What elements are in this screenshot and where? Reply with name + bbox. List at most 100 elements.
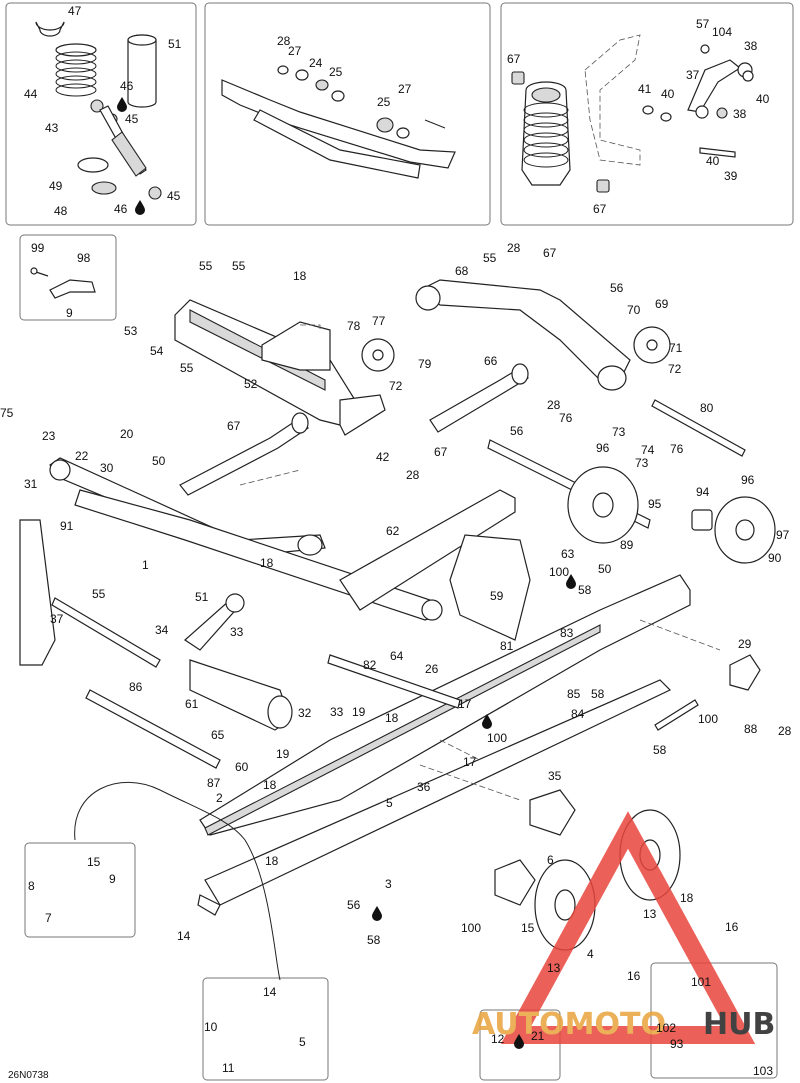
callout-96: 96 (596, 441, 610, 455)
callout-8: 8 (28, 879, 35, 893)
watermark-text-right: HUB (703, 1007, 775, 1042)
callout-10: 10 (204, 1020, 218, 1034)
detail-box-wheel-cap (650, 962, 778, 1079)
detail-box-rear-shock (500, 2, 794, 226)
callout-55: 55 (199, 259, 213, 273)
callout-44: 44 (24, 87, 38, 101)
callout-102: 102 (656, 1021, 676, 1035)
callout-34: 34 (155, 623, 169, 637)
callout-103: 103 (753, 1064, 773, 1078)
callout-64: 64 (390, 649, 404, 663)
callout-21: 21 (531, 1029, 545, 1043)
callout-28: 28 (277, 34, 291, 48)
callout-89: 89 (620, 538, 634, 552)
callout-9: 9 (109, 872, 116, 886)
oil-drop-icon (372, 906, 382, 921)
callout-32: 32 (298, 706, 312, 720)
callout-100: 100 (461, 921, 481, 935)
callout-28: 28 (406, 468, 420, 482)
oil-drop-icon (117, 97, 127, 112)
callout-46: 46 (114, 202, 128, 216)
callout-72: 72 (668, 362, 682, 376)
callout-14: 14 (263, 985, 277, 999)
callout-16: 16 (627, 969, 641, 983)
callout-40: 40 (706, 154, 720, 168)
callout-4: 4 (587, 947, 594, 961)
callout-18: 18 (680, 891, 694, 905)
callout-35: 35 (548, 769, 562, 783)
callout-47: 47 (68, 4, 82, 18)
callout-18: 18 (260, 556, 274, 570)
callout-67: 67 (507, 52, 521, 66)
callout-53: 53 (124, 324, 138, 338)
callout-96: 96 (741, 473, 755, 487)
callout-91: 91 (60, 519, 74, 533)
callout-40: 40 (756, 92, 770, 106)
callout-57: 57 (696, 17, 710, 31)
callout-38: 38 (744, 39, 758, 53)
detail-box-shock (5, 2, 197, 226)
callout-56: 56 (347, 898, 361, 912)
callout-52: 52 (244, 377, 258, 391)
detail-box-front-arm (204, 2, 491, 226)
callout-61: 61 (185, 697, 199, 711)
callout-36: 36 (417, 780, 431, 794)
callout-101: 101 (691, 975, 711, 989)
callout-82: 82 (363, 658, 377, 672)
rear-shock-drawing (511, 34, 754, 193)
callout-55: 55 (180, 361, 194, 375)
callout-33: 33 (330, 705, 344, 719)
callout-18: 18 (265, 854, 279, 868)
callout-5: 5 (299, 1035, 306, 1049)
detail-box-end-cap (24, 842, 136, 938)
watermark-text-left: AUTOMOTO (472, 1007, 666, 1042)
callout-51: 51 (195, 590, 209, 604)
callout-58: 58 (367, 933, 381, 947)
callout-67: 67 (434, 445, 448, 459)
callout-15: 15 (521, 921, 535, 935)
callout-58: 58 (653, 743, 667, 757)
callout-16: 16 (725, 920, 739, 934)
callout-76: 76 (559, 411, 573, 425)
callout-83: 83 (560, 626, 574, 640)
callout-28: 28 (507, 241, 521, 255)
callout-76: 76 (670, 442, 684, 456)
callout-55: 55 (92, 587, 106, 601)
callout-20: 20 (120, 427, 134, 441)
callout-28: 28 (547, 398, 561, 412)
callout-26: 26 (425, 662, 439, 676)
callout-63: 63 (561, 547, 575, 561)
callout-67: 67 (543, 246, 557, 260)
callout-99: 99 (31, 241, 45, 255)
callout-48: 48 (54, 204, 68, 218)
callout-45: 45 (125, 112, 139, 126)
callout-78: 78 (347, 319, 361, 333)
callout-93: 93 (670, 1037, 684, 1051)
watermark-logo: AUTOMOTO HUB (472, 811, 775, 1044)
callout-67: 67 (593, 202, 607, 216)
callout-46: 46 (120, 79, 134, 93)
callout-2: 2 (216, 791, 223, 805)
front-shock-drawing (35, 21, 162, 200)
callout-6: 6 (547, 853, 554, 867)
callout-73: 73 (612, 425, 626, 439)
callout-29: 29 (738, 637, 752, 651)
callout-14: 14 (177, 929, 191, 943)
callout-80: 80 (700, 401, 714, 415)
callout-19: 19 (276, 747, 290, 761)
callout-25: 25 (377, 95, 391, 109)
callout-19: 19 (352, 705, 366, 719)
callout-1: 1 (142, 558, 149, 572)
callout-50: 50 (598, 562, 612, 576)
callout-23: 23 (42, 429, 56, 443)
callout-18: 18 (385, 711, 399, 725)
callout-94: 94 (696, 485, 710, 499)
callout-79: 79 (418, 357, 432, 371)
main-suspension-drawing (19, 279, 776, 981)
callout-5: 5 (386, 796, 393, 810)
callout-81: 81 (500, 639, 514, 653)
callout-71: 71 (669, 341, 683, 355)
callout-86: 86 (129, 680, 143, 694)
